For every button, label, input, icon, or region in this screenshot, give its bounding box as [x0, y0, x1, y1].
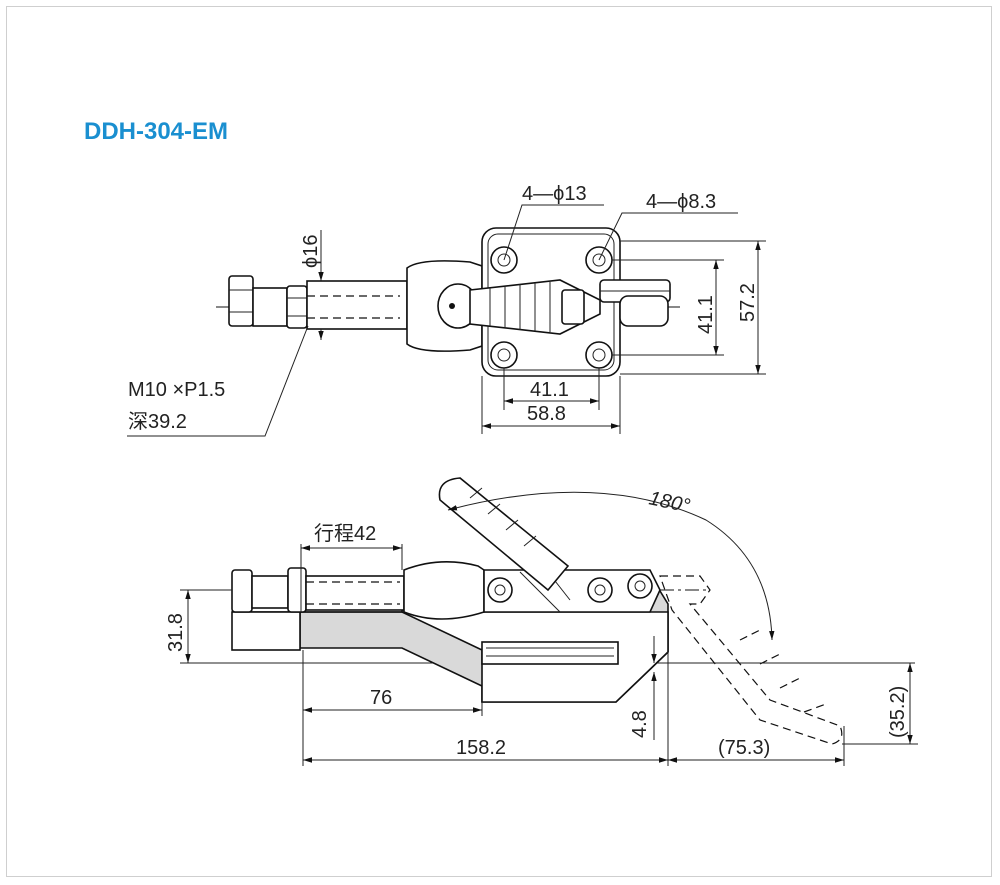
label-hole-small: 4—ϕ8.3 — [646, 191, 716, 213]
label-angle: 180° — [647, 487, 692, 517]
label-base-thickness: 4.8 — [629, 710, 651, 738]
label-offset: 76 — [370, 687, 392, 709]
label-total-length: 158.2 — [456, 737, 506, 759]
label-height-outer: 57.2 — [737, 283, 759, 322]
drawing-frame — [6, 6, 992, 877]
label-handle-height: (35.2) — [887, 686, 909, 738]
label-hole-large: 4—ϕ13 — [522, 183, 587, 205]
label-height: 31.8 — [165, 613, 187, 652]
side-view: 180° 行程42 31.8 76 158.2 (75.3) 4.8 (35.2… — [165, 477, 918, 766]
label-width-outer: 58.8 — [527, 403, 566, 425]
label-thread-1: M10 ×P1.5 — [128, 379, 225, 401]
label-rod-diameter: ϕ16 — [300, 235, 322, 268]
label-width-inner: 41.1 — [530, 379, 569, 401]
label-stroke: 行程42 — [314, 522, 376, 545]
label-height-inner: 41.1 — [695, 295, 717, 334]
top-view: 4—ϕ13 4—ϕ8.3 ϕ16 M10 ×P1.5 深39.2 41.1 58… — [127, 183, 766, 437]
label-handle-reach: (75.3) — [718, 737, 770, 759]
label-thread-2: 深39.2 — [128, 410, 187, 433]
model-title: DDH-304-EM — [84, 118, 229, 145]
